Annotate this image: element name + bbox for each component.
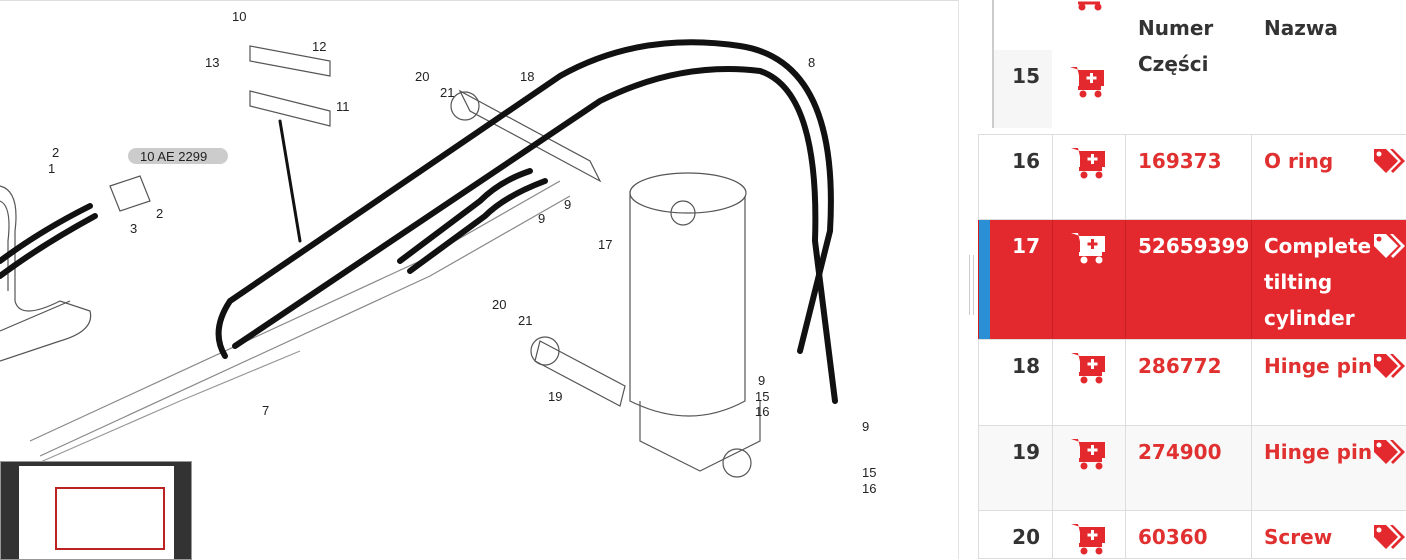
add-to-cart-icon[interactable] — [1071, 230, 1107, 264]
add-to-cart-icon[interactable] — [1071, 521, 1107, 555]
part-name-link[interactable]: Screw — [1264, 525, 1333, 549]
price-tag-icon[interactable] — [1372, 438, 1406, 466]
callout-number[interactable]: 3 — [130, 221, 137, 236]
callout-number[interactable]: 16 — [755, 404, 769, 419]
panel-splitter[interactable] — [958, 0, 978, 559]
callout-number[interactable]: 15 — [862, 465, 876, 480]
part-number-link[interactable]: 60360 — [1125, 511, 1251, 558]
add-to-cart-icon[interactable] — [1071, 436, 1107, 470]
callout-number[interactable]: 1 — [48, 161, 55, 176]
position-number: 19 — [978, 426, 1052, 510]
callout-number[interactable]: 9 — [758, 373, 765, 388]
callout-number[interactable]: 19 — [548, 389, 562, 404]
callout-number[interactable]: 21 — [440, 85, 454, 100]
splitter-grip[interactable] — [969, 255, 974, 315]
callout-number[interactable]: 9 — [564, 197, 571, 212]
part-name-link[interactable]: O ring — [1264, 149, 1334, 173]
callout-number[interactable]: 15 — [755, 389, 769, 404]
callout-number[interactable]: 20 — [492, 297, 506, 312]
position-number: 17 — [978, 220, 1052, 339]
reference-badge: 10 AE 2299 — [128, 148, 228, 164]
part-number-link[interactable]: 286772 — [1125, 340, 1251, 425]
table-row[interactable]: 16 169373 O ring — [978, 135, 1406, 220]
price-tag-icon[interactable] — [1372, 147, 1406, 175]
callout-number[interactable]: 12 — [312, 39, 326, 54]
add-to-cart-icon[interactable] — [1071, 145, 1107, 179]
position-number: 16 — [978, 135, 1052, 219]
part-number-link[interactable]: 274900 — [1125, 426, 1251, 510]
part-name-link[interactable]: Complete tilting cylinder — [1264, 234, 1372, 330]
position-number: 20 — [978, 511, 1052, 558]
parts-table: 15 Numer Części Nazwa 16 169373 O ring 1… — [978, 0, 1406, 559]
svg-text:10 AE 2299: 10 AE 2299 — [140, 149, 207, 164]
table-row[interactable]: 17 52659399 Complete tilting cylinder — [978, 220, 1406, 340]
callout-number[interactable]: 11 — [336, 99, 350, 114]
price-tag-icon[interactable] — [1372, 232, 1406, 260]
add-to-cart-icon[interactable] — [1070, 64, 1106, 98]
selection-indicator — [978, 220, 990, 339]
callout-number[interactable]: 8 — [808, 55, 815, 70]
callout-number[interactable]: 2 — [156, 206, 163, 221]
callout-number[interactable]: 10 — [232, 9, 246, 24]
exploded-view-drawing: 1012131120211882123991720211979151691516… — [0, 9, 876, 496]
position-number: 18 — [978, 340, 1052, 425]
callout-number[interactable]: 2 — [52, 145, 59, 160]
part-name-link[interactable]: Hinge pin — [1264, 440, 1373, 464]
header-part-number[interactable]: Numer Części — [1138, 16, 1214, 76]
callout-number[interactable]: 20 — [415, 69, 429, 84]
table-header: 15 Numer Części Nazwa — [978, 0, 1406, 135]
callout-number[interactable]: 9 — [538, 211, 545, 226]
table-row[interactable]: 19 274900 Hinge pin — [978, 426, 1406, 511]
partial-row-pos: 15 — [1012, 64, 1040, 88]
part-number-link[interactable]: 52659399 — [1125, 220, 1251, 339]
minimap-viewport[interactable] — [55, 487, 165, 550]
callout-number[interactable]: 16 — [862, 481, 876, 496]
table-row[interactable]: 18 286772 Hinge pin — [978, 340, 1406, 426]
add-to-cart-icon[interactable] — [1070, 0, 1106, 12]
table-row[interactable]: 20 60360 Screw — [978, 511, 1406, 559]
add-to-cart-icon[interactable] — [1071, 350, 1107, 384]
callout-number[interactable]: 13 — [205, 55, 219, 70]
callout-number[interactable]: 9 — [862, 419, 869, 434]
callout-number[interactable]: 21 — [518, 313, 532, 328]
header-name[interactable]: Nazwa — [1264, 16, 1338, 40]
callout-number[interactable]: 18 — [520, 69, 534, 84]
price-tag-icon[interactable] — [1372, 352, 1406, 380]
callout-number[interactable]: 7 — [262, 403, 269, 418]
price-tag-icon[interactable] — [1372, 523, 1406, 551]
diagram-minimap[interactable] — [0, 461, 192, 560]
callout-number[interactable]: 17 — [598, 237, 612, 252]
part-number-link[interactable]: 169373 — [1125, 135, 1251, 219]
part-name-link[interactable]: Hinge pin — [1264, 354, 1373, 378]
